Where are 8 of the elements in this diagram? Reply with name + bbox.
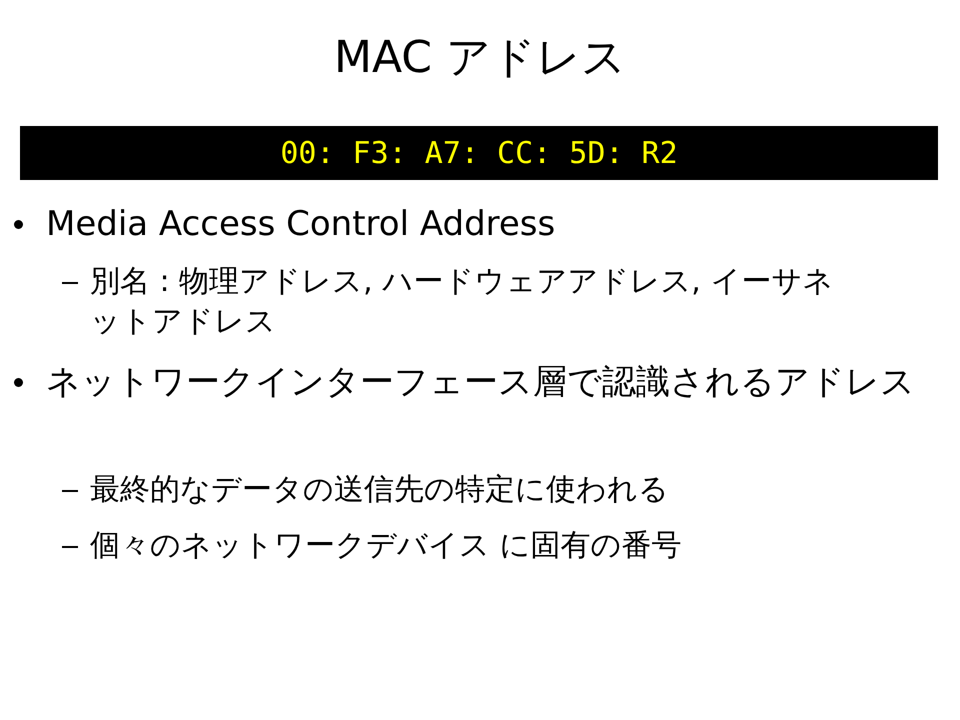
sub-bullet-text: 最終的なデータの送信先の特定に使われる xyxy=(90,471,670,509)
sub-bullet-text: 別名 : 物理アドレス, ハードウェアアドレス, イーサネットアドレス xyxy=(90,263,834,341)
sub-bullet-text: 個々のネットワークデバイス に固有の番号 xyxy=(90,527,683,565)
bullet-text: ネットワークインターフェース層で認識されるアドレス xyxy=(46,361,916,404)
address-banner xyxy=(20,126,938,180)
mac-address-text: 00: F3: A7: CC: 5D: R2 xyxy=(280,136,678,170)
slide-title: MAC アドレス xyxy=(333,31,627,85)
bullet-text: Media Access Control Address xyxy=(46,203,556,246)
